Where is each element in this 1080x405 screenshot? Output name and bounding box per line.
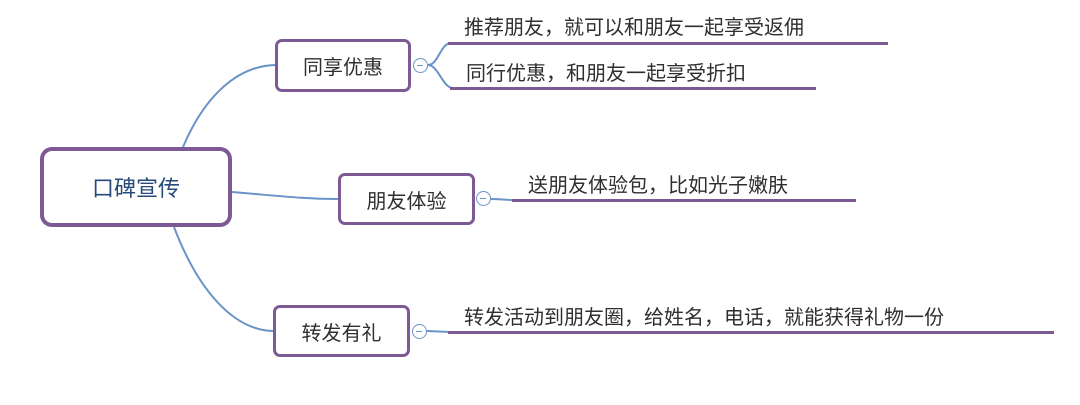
branch-node-label: 同享优惠 <box>303 55 383 79</box>
connector-root-to-branch-2 <box>231 191 339 200</box>
leaf-node[interactable]: 转发活动到朋友圈，给姓名，电话，就能获得礼物一份 <box>448 304 1054 334</box>
connector-branch-1-to-leaf-2 <box>427 64 453 89</box>
root-node-label: 口碑宣传 <box>91 177 180 202</box>
branch-node-shared-discount[interactable]: 同享优惠 <box>275 39 411 92</box>
connector-branch-1-to-leaf-1 <box>427 42 451 66</box>
leaf-node-label: 推荐朋友，就可以和朋友一起享受返佣 <box>464 15 804 39</box>
leaf-node-label: 送朋友体验包，比如光子嫩肤 <box>528 173 788 197</box>
leaf-node-label: 转发活动到朋友圈，给姓名，电话，就能获得礼物一份 <box>464 305 944 329</box>
collapse-minus-icon[interactable] <box>413 58 428 73</box>
branch-node-label: 朋友体验 <box>366 188 447 213</box>
leaf-node[interactable]: 推荐朋友，就可以和朋友一起享受返佣 <box>448 14 888 45</box>
collapse-minus-icon[interactable] <box>476 191 491 206</box>
leaf-node[interactable]: 送朋友体验包，比如光子嫩肤 <box>512 172 856 202</box>
branch-node-friend-experience[interactable]: 朋友体验 <box>338 173 475 225</box>
connector-root-to-branch-3 <box>173 226 274 332</box>
branch-node-label: 转发有礼 <box>301 320 382 345</box>
leaf-node-label: 同行优惠，和朋友一起享受折扣 <box>466 61 746 85</box>
root-node[interactable]: 口碑宣传 <box>40 147 232 227</box>
leaf-node[interactable]: 同行优惠，和朋友一起享受折扣 <box>450 60 816 90</box>
connector-branch-3-to-leaf <box>426 330 451 333</box>
connector-root-to-branch-1 <box>182 64 276 148</box>
branch-node-share-gift[interactable]: 转发有礼 <box>273 305 410 357</box>
collapse-minus-icon[interactable] <box>412 324 427 339</box>
connector-branch-2-to-leaf <box>490 198 515 201</box>
